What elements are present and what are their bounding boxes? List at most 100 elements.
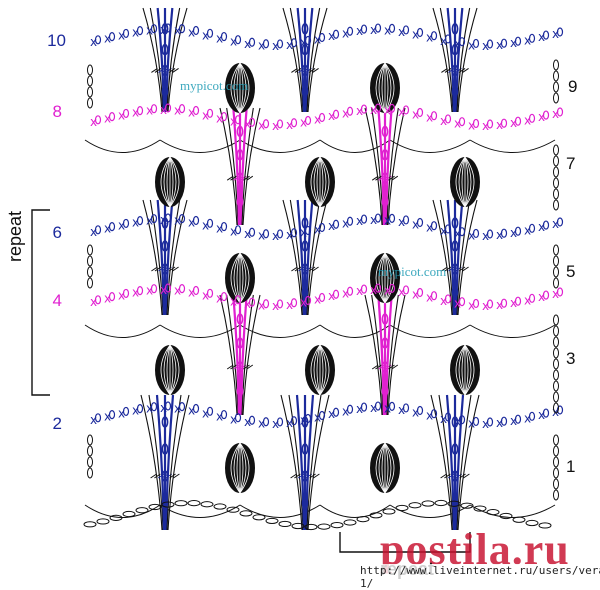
chain-left-9 [87, 64, 93, 109]
row-number-5: 5 [566, 262, 576, 281]
picot-mark: x [496, 118, 503, 132]
chain-left-5 [87, 244, 93, 289]
picot-mark: x [90, 413, 97, 427]
repeat-bracket-vertical [31, 209, 50, 396]
picot-mark: x [384, 213, 391, 227]
picot-mark: x [160, 401, 167, 415]
picot-mark: x [90, 115, 97, 129]
blue-fan-row10-0 [142, 7, 188, 113]
blue-fan-row6-0 [142, 199, 188, 316]
picot-mark: x [440, 224, 447, 238]
picot-mark: x [412, 288, 419, 302]
bell-row9-0 [225, 62, 255, 114]
picot-mark: x [370, 23, 377, 37]
bell-row7-1 [305, 156, 335, 208]
picot-mark: x [118, 406, 125, 420]
picot-mark: x [216, 410, 223, 424]
picot-mark: x [188, 26, 195, 40]
picot-mark: x [286, 118, 293, 132]
picot-mark: x [440, 412, 447, 426]
bell-row3-1 [305, 344, 335, 396]
bell-row1-1 [370, 442, 400, 494]
picot-mark: x [188, 404, 195, 418]
picot-mark: x [440, 294, 447, 308]
picot-mark: x [454, 227, 461, 241]
picot-mark: x [272, 39, 279, 53]
picot-mark: x [258, 119, 265, 133]
picot-mark: x [188, 286, 195, 300]
picot-mark: x [356, 402, 363, 416]
picot-mark: x [454, 117, 461, 131]
repeat-label-vertical: repeat [5, 210, 25, 262]
picot-mark: x [244, 227, 251, 241]
row-number-1: 1 [566, 457, 576, 476]
picot-mark: x [160, 283, 167, 297]
picot-mark: x [146, 214, 153, 228]
picot-mark: x [104, 32, 111, 46]
picot-mark: x [216, 112, 223, 126]
picot-mark: x [384, 283, 391, 297]
picot-mark: x [328, 109, 335, 123]
bell-row5-1 [370, 252, 400, 304]
picot-mark: x [468, 416, 475, 430]
blue-fan-row2-2 [430, 394, 480, 531]
picot-mark: x [510, 226, 517, 240]
picot-mark: x [398, 105, 405, 119]
row-number-6: 6 [52, 223, 62, 242]
picot-mark: x [286, 416, 293, 430]
chain-right-9 [553, 59, 559, 104]
picot-mark: x [482, 39, 489, 53]
picot-mark: x [342, 404, 349, 418]
blue-fan-row2-0 [140, 394, 190, 531]
picot-mark: x [342, 286, 349, 300]
picot-mark: x [440, 114, 447, 128]
picot-mark: x [426, 111, 433, 125]
magenta-fan-row8-1 [364, 107, 406, 226]
picot-mark: x [356, 104, 363, 118]
picot-mark: x [160, 213, 167, 227]
picot-mark: x [468, 298, 475, 312]
picot-mark: x [216, 292, 223, 306]
picot-mark: x [454, 297, 461, 311]
picot-mark: x [146, 284, 153, 298]
picot-mark: x [524, 411, 531, 425]
row-number-7: 7 [566, 154, 576, 173]
picot-mark: x [328, 289, 335, 303]
bell-row3-2 [450, 344, 480, 396]
picot-mark: x [356, 284, 363, 298]
picot-mark: x [398, 285, 405, 299]
picot-mark: x [300, 36, 307, 50]
bell-layer [155, 62, 480, 494]
row-number-9: 9 [568, 77, 578, 96]
picot-mark: x [342, 106, 349, 120]
picot-mark: x [104, 292, 111, 306]
blue-fan-row2-1 [280, 394, 330, 531]
picot-mark: x [118, 218, 125, 232]
picot-mark: x [398, 25, 405, 39]
picot-mark: x [132, 26, 139, 40]
picot-mark: x [90, 35, 97, 49]
picot-mark: x [496, 298, 503, 312]
picot-mark: x [118, 288, 125, 302]
chain-layer [83, 59, 559, 531]
picot-mark: x [328, 29, 335, 43]
picot-mark: x [230, 225, 237, 239]
picot-mark: x [244, 415, 251, 429]
picot-mark: x [552, 107, 559, 121]
picot-mark: x [174, 284, 181, 298]
picot-mark: x [132, 286, 139, 300]
bracket-layer [31, 209, 471, 553]
blue-fan-row10-2 [432, 7, 478, 113]
picot-mark: x [258, 39, 265, 53]
picot-mark: x [426, 409, 433, 423]
picot-mark: x [510, 296, 517, 310]
picot-mark: x [538, 220, 545, 234]
picot-mark: x [454, 37, 461, 51]
picot-mark: x [496, 416, 503, 430]
picot-mark: x [202, 288, 209, 302]
picot-mark: x [426, 291, 433, 305]
picot-mark: x [552, 217, 559, 231]
picot-mark: x [174, 24, 181, 38]
picot-mark: x [398, 215, 405, 229]
